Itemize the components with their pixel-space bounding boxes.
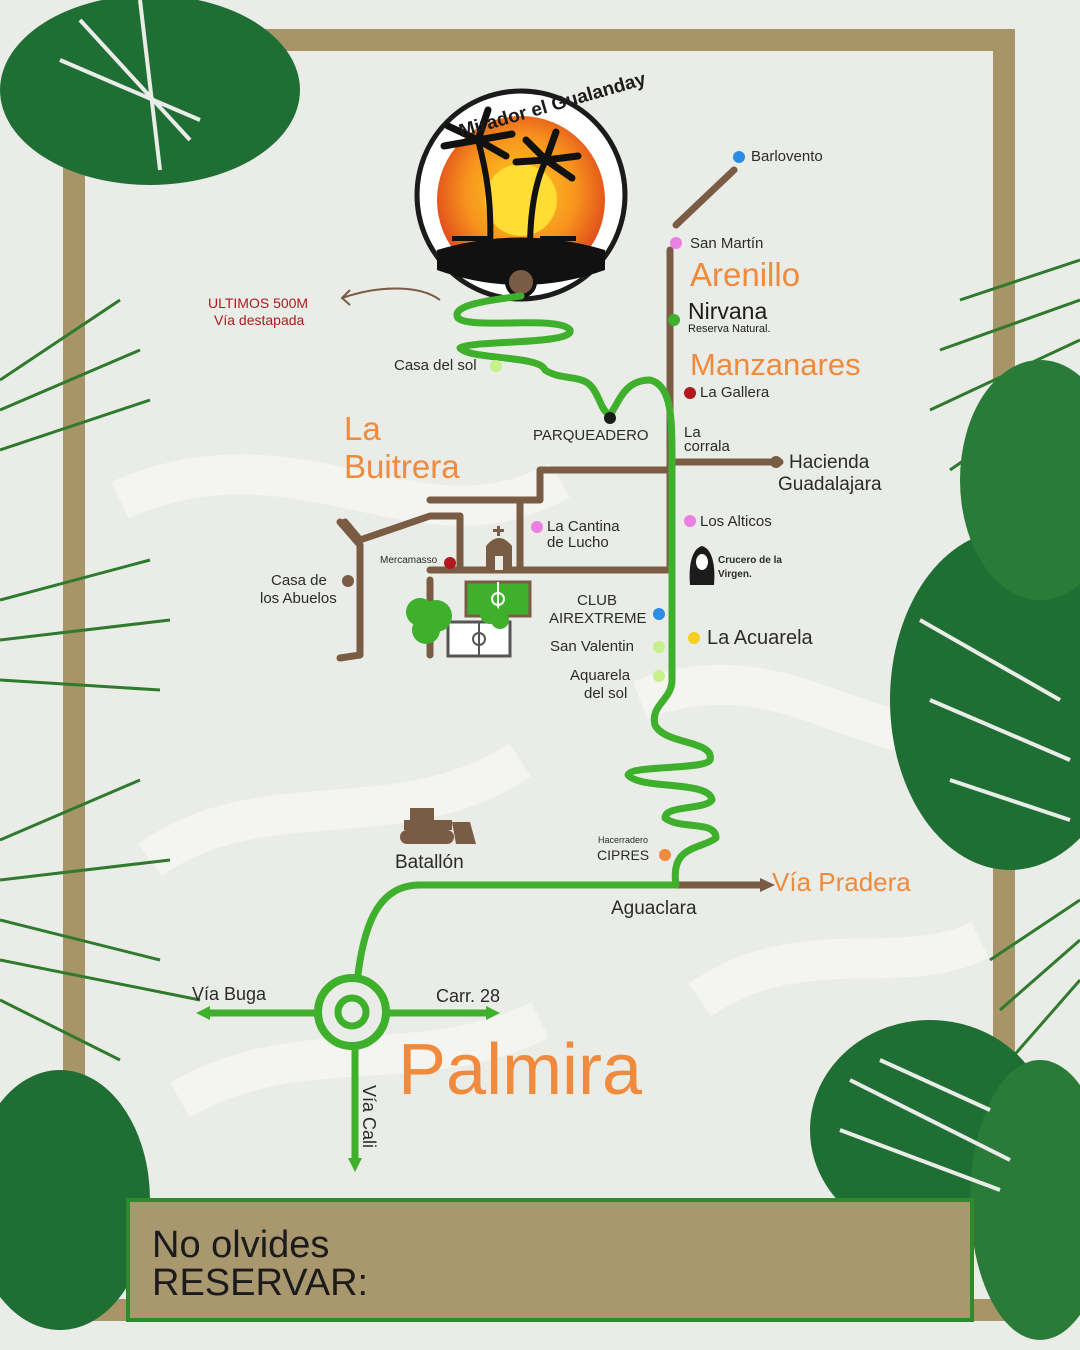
trees-icon	[406, 598, 509, 644]
label-carr-28: Carr. 28	[436, 986, 501, 1006]
label-san-valentin: San Valentin	[550, 638, 634, 655]
monstera-leaf-bottom-left	[0, 1070, 150, 1330]
monstera-leaf-right	[890, 530, 1080, 870]
label-parqueadero: PARQUEADERO	[533, 427, 649, 444]
label-la-acuarela: La Acuarela	[707, 627, 813, 649]
zone-la-buitrera-1: La	[344, 410, 381, 447]
label-barlovento: Barlovento	[751, 148, 823, 165]
soccer-field-white-icon	[446, 620, 512, 658]
label-nirvana: Nirvana	[688, 298, 768, 324]
label-casa-del-sol: Casa del sol	[394, 357, 477, 374]
label-aquarela-1: Aquarela	[570, 667, 631, 684]
label-hacienda-1: Hacienda	[789, 452, 870, 473]
brown-roads	[336, 166, 784, 889]
label-la-corrala-2: corrala	[684, 438, 730, 455]
label-la-cantina-2: de Lucho	[547, 534, 609, 551]
zone-arenillo: Arenillo	[690, 256, 801, 293]
label-nirvana-sub: Reserva Natural.	[688, 323, 771, 335]
label-via-pradera: Vía Pradera	[772, 867, 911, 897]
reminder-line-2: RESERVAR:	[152, 1262, 369, 1304]
bulldozer-icon	[400, 808, 476, 844]
zone-la-buitrera-2: Buitrera	[344, 448, 460, 485]
monstera-leaf-right-top	[960, 360, 1080, 600]
label-la-gallera: La Gallera	[700, 384, 770, 401]
note-arrow	[341, 287, 441, 301]
label-club-1: CLUB	[577, 592, 618, 609]
label-crucero-2: Virgen.	[718, 569, 752, 580]
mirador-logo	[414, 88, 628, 302]
label-hacienda-2: Guadalajara	[778, 474, 882, 495]
label-casa-abuelos-2: los Abuelos	[260, 590, 337, 607]
label-via-buga: Vía Buga	[192, 984, 267, 1004]
monstera-leaf-bottom-right-2	[970, 1060, 1080, 1340]
label-aguaclara: Aguaclara	[611, 898, 697, 919]
palm-leaves-left	[0, 298, 201, 1062]
label-cipres-1: Hacerradero	[598, 835, 649, 845]
label-mercamasso: Mercamasso	[380, 555, 438, 566]
note-line-1: ULTIMOS 500M	[208, 295, 309, 311]
label-los-alticos: Los Alticos	[700, 513, 772, 530]
reminder-panel: No olvides RESERVAR:	[126, 1198, 974, 1322]
label-batallon: Batallón	[395, 852, 464, 873]
label-aquarela-2: del sol	[584, 685, 628, 702]
label-casa-abuelos-1: Casa de	[271, 572, 327, 589]
label-via-cali: Vía Cali	[359, 1085, 379, 1149]
label-la-cantina-1: La Cantina	[547, 518, 620, 535]
reminder-line-1: No olvides	[152, 1224, 330, 1266]
label-club-2: AIREXTREME	[549, 610, 647, 627]
label-la-corrala-1: La	[684, 424, 701, 441]
zone-palmira: Palmira	[398, 1030, 643, 1110]
reminder-text: No olvides RESERVAR:	[152, 1226, 368, 1302]
location-dots	[342, 151, 782, 861]
zone-manzanares: Manzanares	[690, 347, 861, 382]
label-san-martin: San Martín	[690, 235, 764, 252]
note-line-2: Vía destapada	[214, 312, 305, 328]
label-cipres-2: CIPRES	[597, 847, 650, 863]
church-icon	[486, 526, 512, 570]
virgin-icon	[689, 546, 715, 585]
via-pradera-arrow	[760, 878, 775, 892]
label-crucero-1: Crucero de la	[718, 555, 782, 566]
